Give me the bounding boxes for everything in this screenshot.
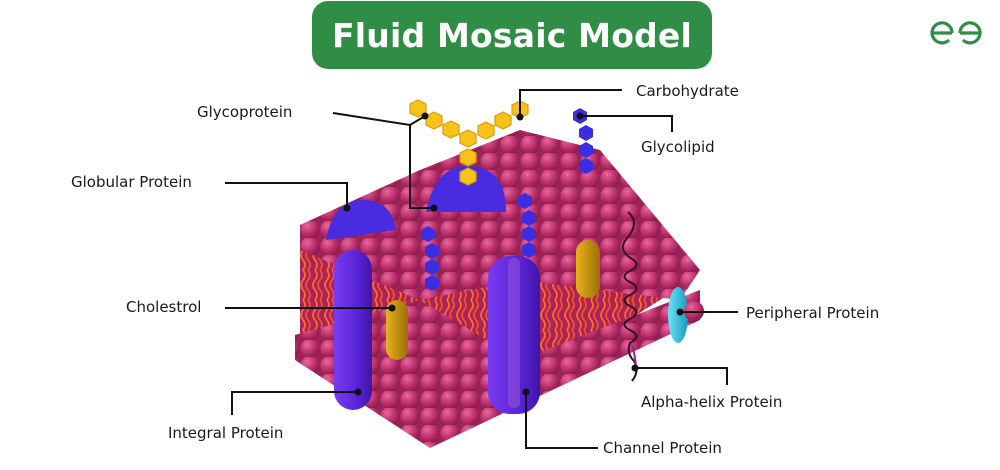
globular-protein-left (326, 199, 396, 240)
label-glycolipid: Glycolipid (641, 138, 715, 156)
leader-lines (225, 89, 738, 449)
cholesterol-right (576, 240, 600, 298)
label-carbohydrate: Carbohydrate (636, 82, 739, 100)
label-alpha-helix-protein: Alpha-helix Protein (641, 393, 783, 411)
cholesterol-left (386, 300, 408, 360)
title-banner: Fluid Mosaic Model (312, 1, 712, 69)
label-cholestrol: Cholestrol (126, 298, 202, 316)
peripheral-protein (668, 287, 688, 343)
glycolipid-chain (573, 108, 593, 174)
glycolipid-chain-mid (421, 193, 536, 291)
leader-dots (343, 112, 684, 396)
label-channel-protein: Channel Protein (603, 439, 722, 457)
label-glycoprotein: Glycoprotein (197, 103, 293, 121)
label-integral-protein: Integral Protein (168, 424, 284, 442)
label-peripheral-protein: Peripheral Protein (746, 304, 880, 322)
geeksforgeeks-logo-icon (930, 21, 982, 45)
integral-protein (334, 250, 372, 410)
page-title: Fluid Mosaic Model (332, 15, 692, 55)
alpha-helix (621, 211, 638, 382)
globular-protein-center (426, 165, 506, 212)
label-globular-protein: Globular Protein (71, 173, 192, 191)
